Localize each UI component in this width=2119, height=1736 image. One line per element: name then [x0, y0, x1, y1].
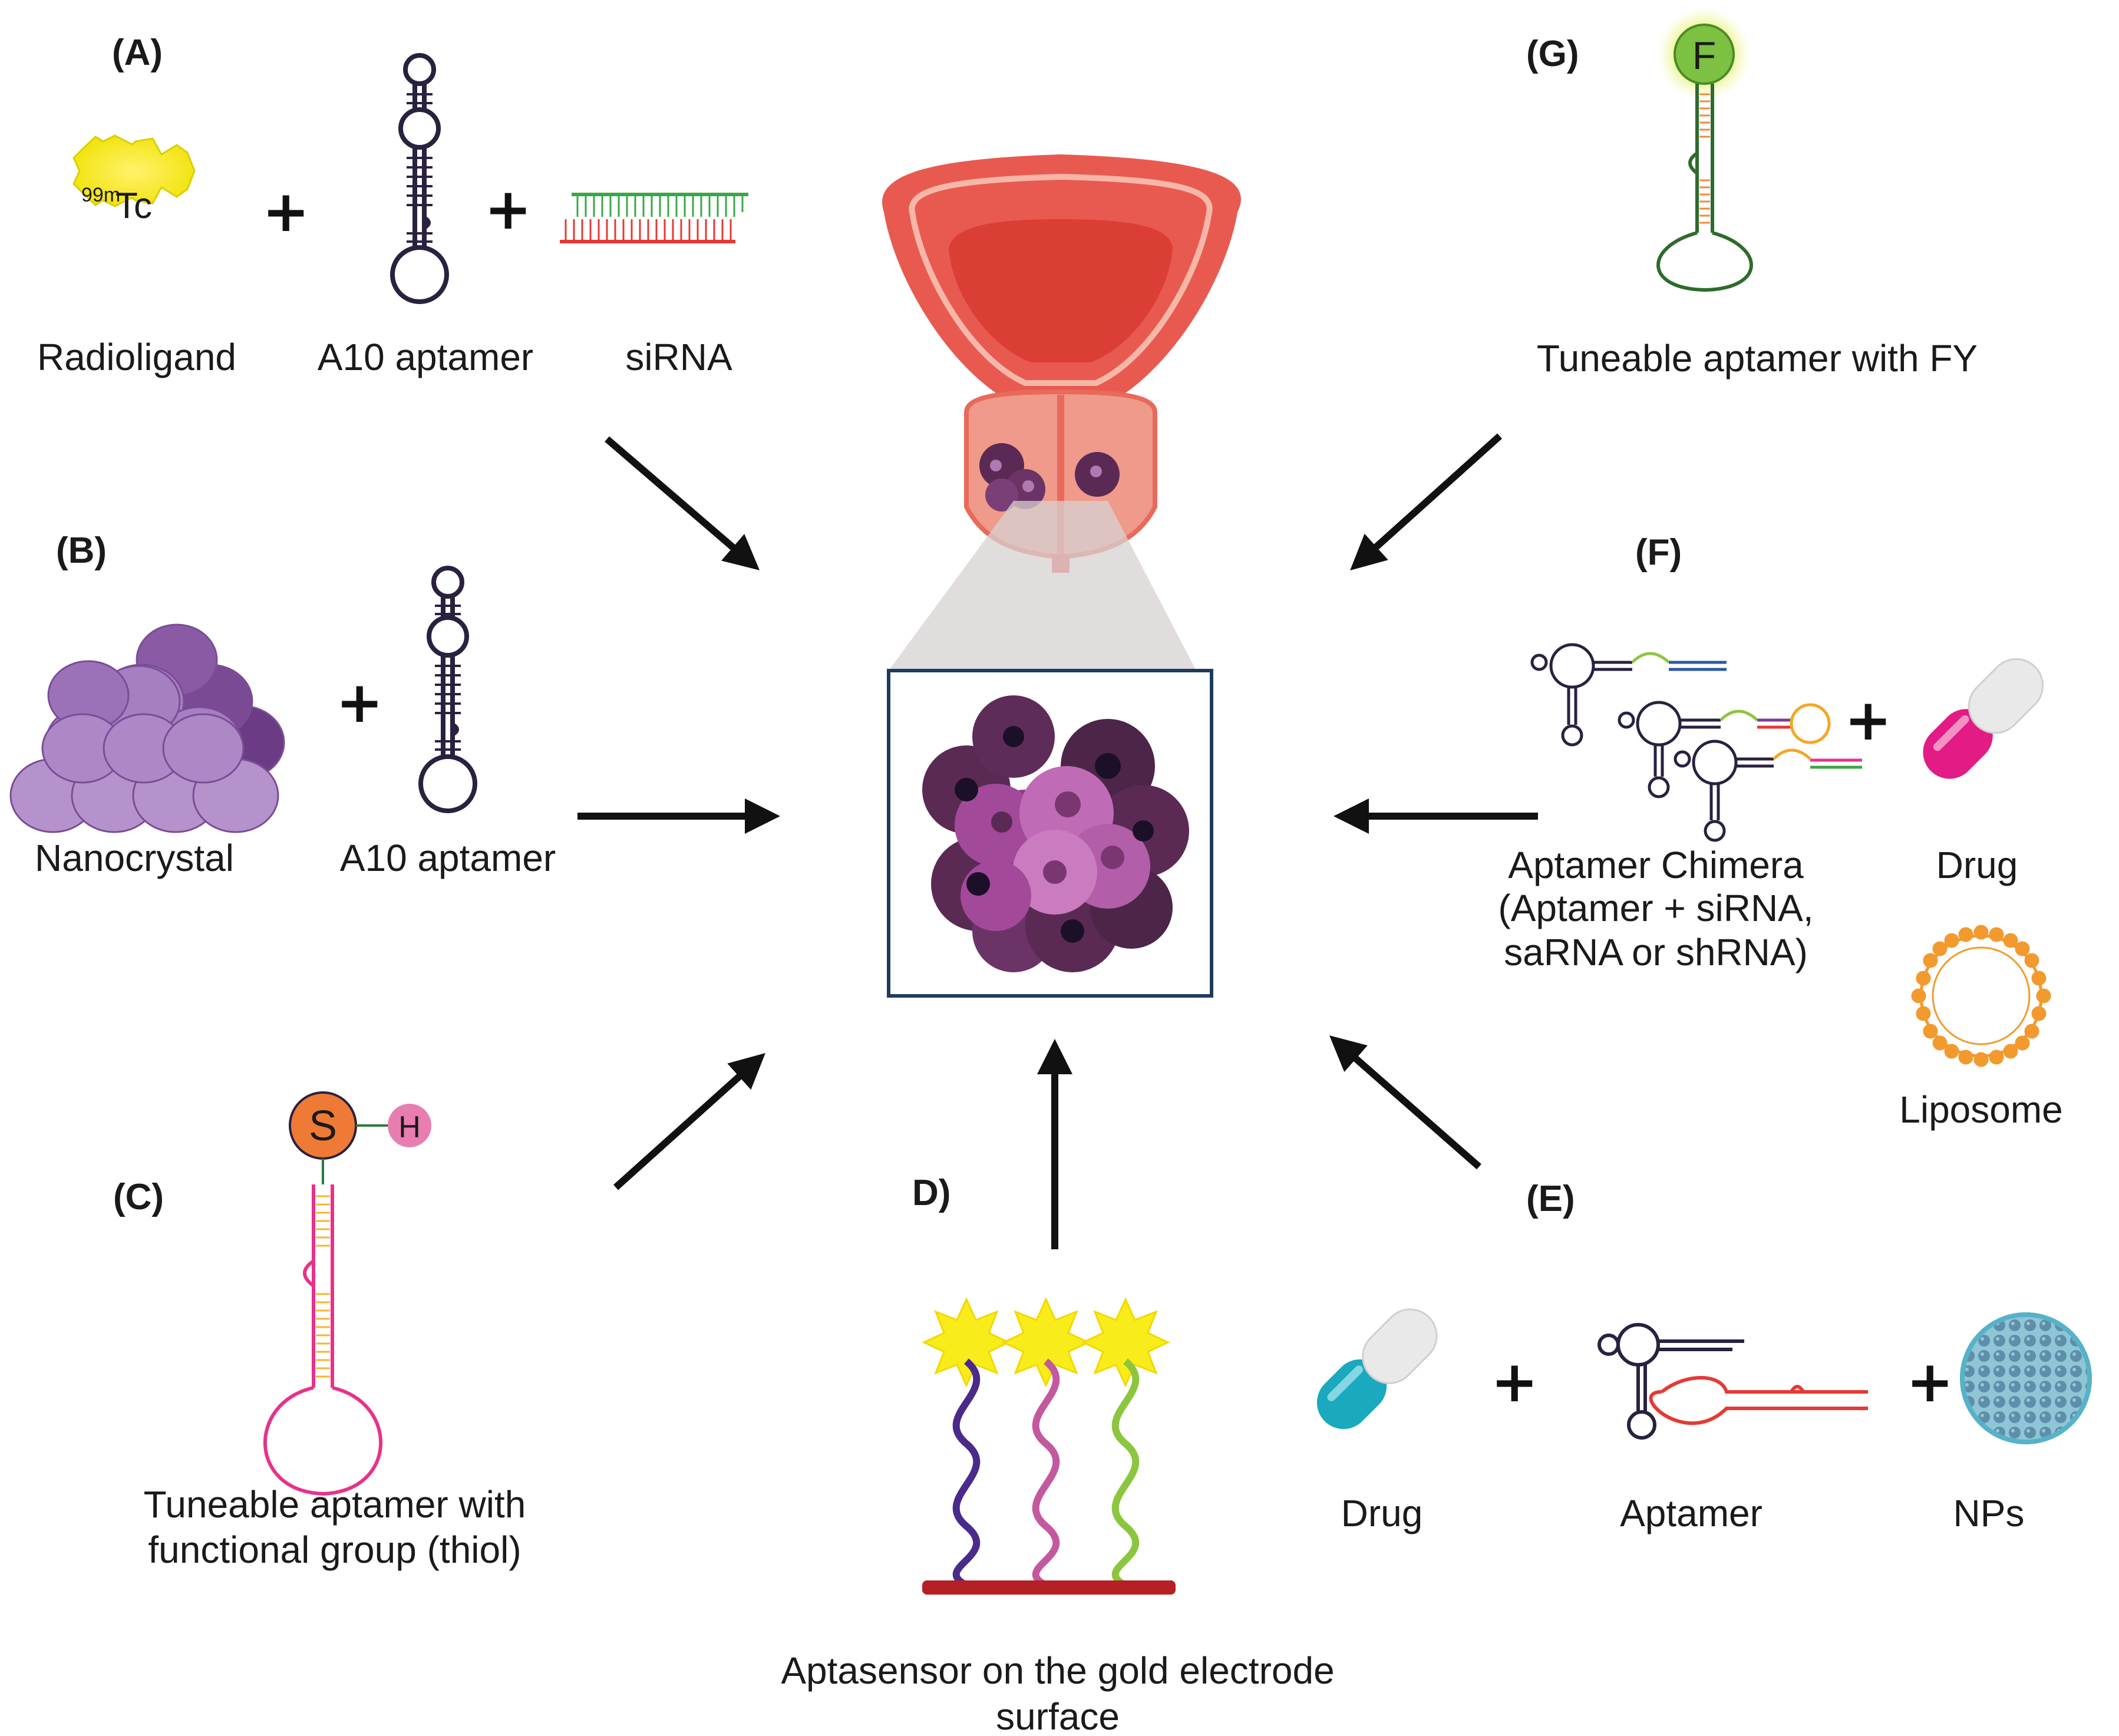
drug-capsule-icon [1316, 1308, 1438, 1430]
tumor-cluster-icon [979, 443, 1120, 511]
drug-capsule-icon [1923, 658, 2044, 779]
panel-g: (G) F Tuneable aptamer with FY [1526, 7, 1978, 379]
arrows [577, 433, 1538, 1249]
panel-a: (A) 99m Tc + + [37, 32, 748, 378]
drug-label: Drug [1341, 1492, 1423, 1534]
signal-star-icon [1081, 1297, 1170, 1388]
radioligand-label: Radioligand [37, 336, 236, 378]
nanocrystal-icon [9, 623, 285, 833]
panel-c-id: (C) [113, 1177, 164, 1217]
radioligand-badge: 99m Tc [72, 134, 196, 226]
tumor-cells-icon [922, 695, 1189, 972]
fluorophore-label: F [1692, 34, 1716, 77]
aptamer-chimera-icon [1530, 643, 1862, 842]
arrow-g-to-tumor [1350, 433, 1503, 571]
panel-f-id: (F) [1635, 532, 1682, 573]
plus-sign: + [262, 179, 309, 245]
aptasensor-label-line-1: Aptasensor on the gold electrode [781, 1649, 1334, 1692]
radioligand-element: Tc [115, 186, 152, 226]
aptamer-icon [1597, 1323, 1868, 1440]
liposome-icon [1911, 925, 2051, 1067]
panel-b-id: (B) [56, 530, 107, 571]
panel-e-id: (E) [1526, 1179, 1575, 1219]
arrow-c-to-tumor [613, 1052, 765, 1190]
arrow-e-to-tumor [1329, 1035, 1481, 1170]
aptamer-label: Aptamer [1620, 1492, 1762, 1534]
sirna-duplex-icon [560, 193, 748, 243]
a10-aptamer-icon [390, 53, 449, 304]
liposome-label: Liposome [1899, 1088, 2063, 1131]
zoom-cone [889, 501, 1196, 671]
chimera-label-line-3: saRNA or shRNA) [1504, 931, 1808, 973]
fluorophore-icon [1674, 24, 1735, 85]
thiol-hydrogen-icon [388, 1104, 431, 1147]
nps-label: NPs [1953, 1492, 2025, 1534]
panel-a-id: (A) [112, 32, 163, 73]
a10-aptamer-label: A10 aptamer [340, 837, 556, 879]
thiol-aptamer-label-line-2: functional group (thiol) [148, 1529, 521, 1571]
plus-sign: + [1844, 687, 1892, 753]
nanoparticles-icon [1960, 1312, 2092, 1444]
panel-d: D) Aptasensor on the gold electrode surf… [781, 1173, 1334, 1736]
nanocrystal-label: Nanocrystal [35, 837, 234, 879]
drug-label-f: Drug [1936, 844, 2018, 886]
a10-aptamer-icon [418, 566, 477, 813]
thiol-sulfur-label: S [309, 1103, 337, 1150]
plus-sign: + [336, 669, 383, 735]
panel-c: (C) S H Tuneable aptamer with f [113, 1091, 526, 1571]
gold-electrode-icon [922, 1580, 1176, 1595]
thiol-aptamer-label-line-1: Tuneable aptamer with [144, 1483, 526, 1526]
panel-d-id: D) [912, 1173, 950, 1213]
fluor-aptamer-label: Tuneable aptamer with FY [1537, 337, 1978, 379]
panel-g-id: (G) [1526, 34, 1579, 74]
aptasensor-label-line-2: surface [996, 1695, 1120, 1736]
plus-sign: + [1906, 1349, 1953, 1415]
signal-star-icon [922, 1297, 1011, 1388]
panel-f: (F) [1498, 532, 2062, 1131]
radioligand-superscript: 99m [81, 184, 120, 206]
radioligand-starburst-icon [72, 134, 196, 207]
chimera-label-line-1: Aptamer Chimera [1508, 844, 1804, 886]
aptasensor-icon [922, 1297, 1176, 1595]
arrow-a-to-tumor [605, 436, 760, 570]
signal-star-icon [1001, 1297, 1091, 1388]
fluor-aptamer-icon [1656, 84, 1753, 292]
thiol-hydrogen-label: H [398, 1110, 421, 1144]
bladder-prostate-illustration [882, 154, 1241, 998]
thiol-aptamer-icon [263, 1184, 382, 1496]
plus-sign: + [484, 176, 532, 242]
chimera-label-line-2: (Aptamer + siRNA, [1498, 887, 1813, 929]
plus-sign: + [1491, 1349, 1538, 1415]
panel-e: (E) + + Drug Aptamer NPs [1316, 1179, 2092, 1534]
sirna-label: siRNA [625, 336, 732, 378]
a10-aptamer-label: A10 aptamer [318, 336, 533, 378]
panel-b: (B) + [9, 530, 556, 879]
